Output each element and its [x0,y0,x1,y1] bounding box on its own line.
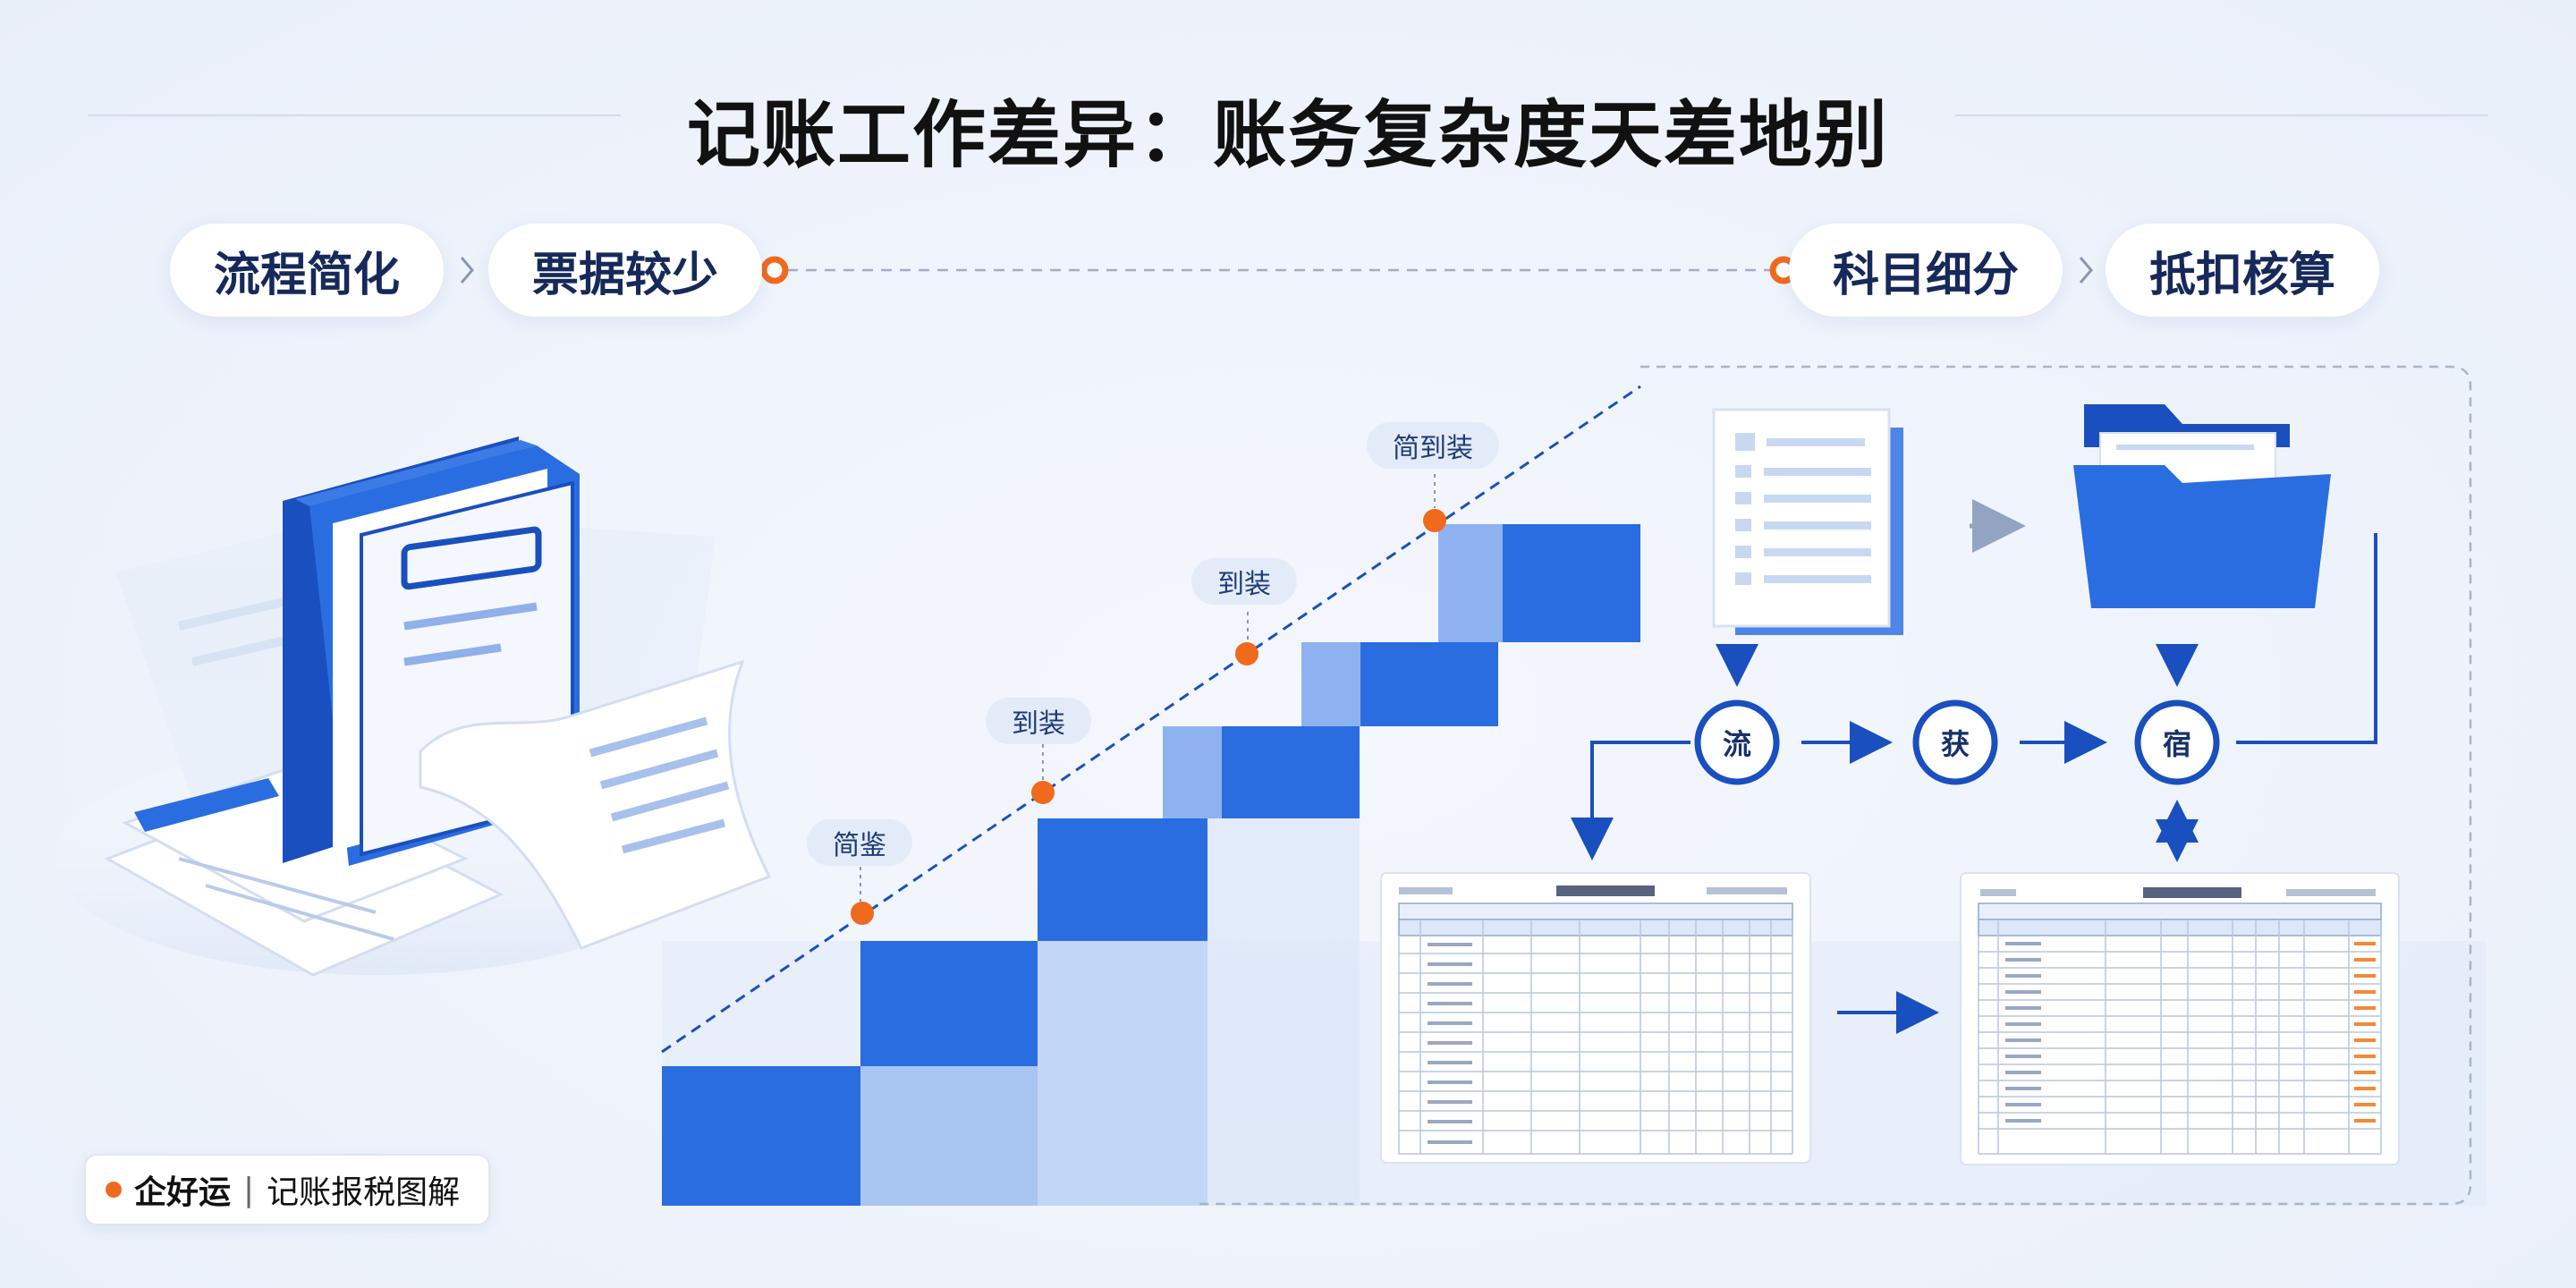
step-label-4: 简到装 [1367,422,1499,469]
brand-name: 企好运 [134,1174,232,1211]
ledger-table-icon-left [1380,872,1811,1164]
pill-fewer-receipts: 票据较少 [488,224,762,317]
folder-icon [2073,404,2331,608]
pill-deduction-accounting: 抵扣核算 [2106,224,2379,317]
step-label-1: 简鉴 [807,819,912,866]
brand-subtitle: 记账报税图解 [267,1174,461,1211]
flow-node-2-label: 获 [1940,727,1970,761]
connector-dot-left [760,256,789,284]
flow-node-1-ring [1694,699,1780,785]
step-label-2: 到装 [986,698,1091,744]
flow-node-3-label: 宿 [2162,727,2191,761]
receipt-icon [419,659,772,950]
brand-badge: 企好运 | 记账报税图解 [84,1154,490,1225]
step-markers [851,474,1446,925]
stair-step-3 [1038,818,1208,941]
header-rule-left [88,114,621,116]
trend-dashed-line [661,385,1641,1054]
flow-node-2-ring [1912,699,1998,785]
page-title: 记账工作差异：账务复杂度天差地别 [686,93,1889,178]
header-rule-right [1955,114,2488,116]
stair-step-1-light [860,1066,1039,1206]
stair-step-2 [860,941,1038,1066]
document-stack-icon [1712,408,1903,635]
stair-step-1 [662,1066,860,1206]
flow-node-1-label: 流 [1722,727,1751,761]
chevron-right-icon [2079,257,2093,284]
ledger-table-icon-right [1960,872,2400,1165]
stair-step-2-light [1038,941,1208,1206]
orange-dot-icon [106,1182,122,1198]
flow-node-3-ring [2134,699,2220,785]
pill-account-subdivision: 科目细分 [1789,224,2063,317]
step-label-3: 到装 [1191,558,1297,605]
pill-process-simplified: 流程简化 [170,224,444,317]
flow-panel-border [1199,365,2472,1206]
badge-separator: | [243,1171,255,1208]
stair-step-3-light [1208,818,1360,1206]
chevron-right-icon [460,257,474,284]
